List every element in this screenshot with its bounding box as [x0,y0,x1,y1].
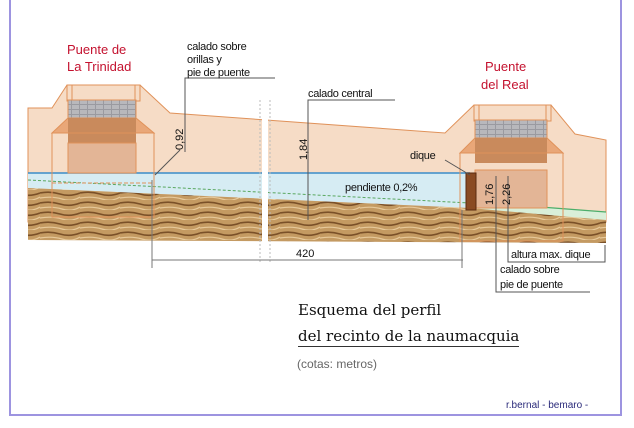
bridge-right [458,104,565,242]
credit: r.bernal - bemaro - [506,400,589,411]
altura-max-dique-label: altura max. dique [511,249,590,261]
image-frame [9,0,622,416]
caption-title-line2: del recinto de la naumacquia [298,327,520,347]
dique-label: dique [410,150,436,162]
slope-line [27,179,471,204]
caption-title-line1: Esquema del perfil [298,301,442,319]
dim-pie-puente: 2,26 [501,184,513,205]
calado-central-label: calado central [308,88,372,100]
dim-orillas: 0,92 [174,129,186,150]
dique-block [465,172,477,211]
break-gap [262,100,268,258]
water [28,173,470,208]
bridge-left [50,84,156,218]
pendiente-label: pendiente 0,2% [345,182,418,194]
dim-central: 1,84 [298,139,310,160]
caption-units: (cotas: metros) [297,357,378,371]
dim-length: 420 [296,248,314,260]
dim-dique: 1,76 [484,184,496,205]
